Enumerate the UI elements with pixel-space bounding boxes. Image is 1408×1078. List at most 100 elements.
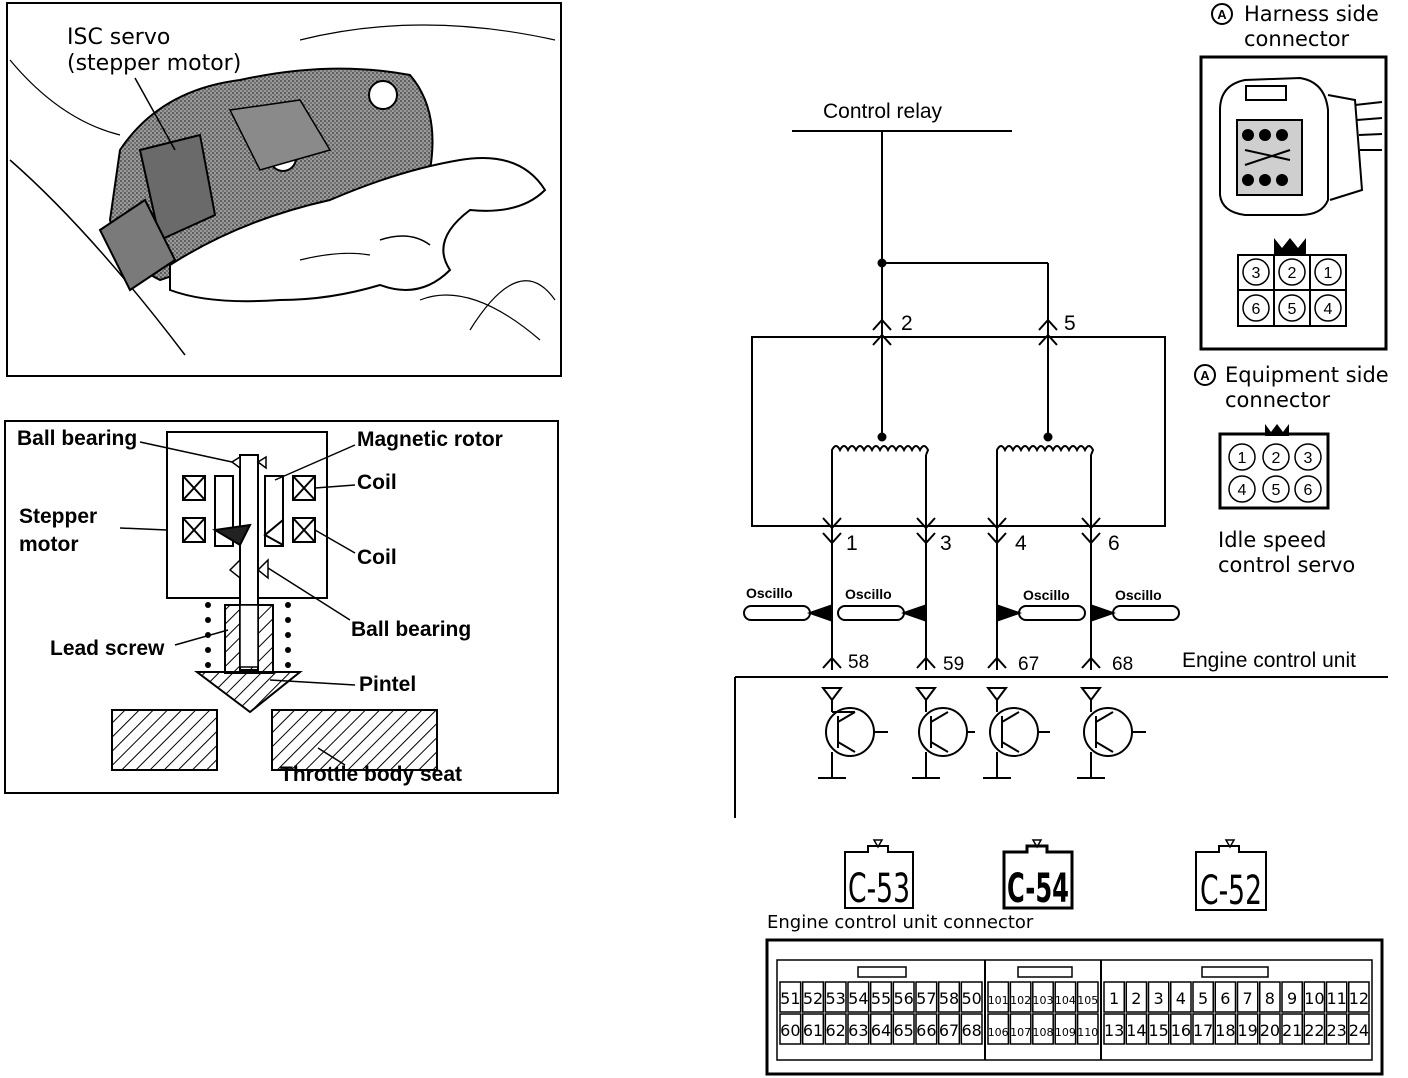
ecu-pin-67: 67 xyxy=(1018,654,1039,675)
ecu-pin-label: 17 xyxy=(1193,1021,1213,1040)
servo-pin-5: 5 xyxy=(1064,312,1076,335)
ecu-pin-label: 18 xyxy=(1215,1021,1235,1040)
ecu-pin-cell xyxy=(892,981,915,1013)
ecu-pin-cell xyxy=(869,981,893,1013)
equipment-pin-grid: 1 2 3 4 5 6 xyxy=(1218,424,1330,510)
ecu-pin-cell xyxy=(1236,981,1259,1013)
ecu-pin-cell xyxy=(801,1013,825,1045)
ecu-pin-cell xyxy=(987,1013,1010,1045)
ecu-pin-label: 4 xyxy=(1176,989,1186,1008)
ecu-pin-label: 55 xyxy=(871,989,891,1008)
coil-windings xyxy=(182,475,316,543)
ecu-pin-label: 3 xyxy=(1154,989,1164,1008)
ecu-pin-cell xyxy=(1032,1013,1054,1045)
ecu-pin-label: 108 xyxy=(1033,1026,1054,1039)
connector-views: A Harness side connector xyxy=(1194,2,1389,577)
ecu-pin-label: 20 xyxy=(1260,1021,1280,1040)
ecu-pin-label: 110 xyxy=(1077,1026,1098,1039)
ecu-pin-cell xyxy=(1348,981,1370,1013)
ecu-pin-label: 101 xyxy=(988,994,1009,1007)
photo-panel: ISC servo (stepper motor) xyxy=(6,2,562,377)
transistor-68 xyxy=(1077,687,1146,779)
ecu-pin-cell xyxy=(1170,1013,1192,1045)
ecu-pin-cell xyxy=(824,981,847,1013)
ecu-pin-68: 68 xyxy=(1112,654,1133,675)
ecu-pin-cell xyxy=(1303,1013,1326,1045)
equipment-pin-1: 1 xyxy=(1238,450,1247,467)
control-relay-label: Control relay xyxy=(823,100,943,123)
ecu-pin-cell xyxy=(1214,981,1237,1013)
harness-pin-3: 3 xyxy=(1252,265,1261,282)
ecu-pin-cell xyxy=(1281,981,1303,1013)
c53-label: C-53 xyxy=(848,866,910,912)
stepper-motor-label-line1: Stepper xyxy=(19,505,97,528)
harness-pin-4: 4 xyxy=(1324,301,1333,318)
ecu-pin-cell xyxy=(779,1013,802,1045)
connector-c52: C-52 xyxy=(1195,839,1267,914)
ecu-pin-label: 23 xyxy=(1326,1021,1346,1040)
engine-control-unit-label: Engine control unit xyxy=(1182,649,1356,672)
ecu-pin-cell xyxy=(801,981,825,1013)
harness-pin-grid: 3 2 1 6 5 4 xyxy=(1237,238,1347,327)
ecu-pin-cell xyxy=(779,981,802,1013)
ecu-pin-cell xyxy=(824,1013,847,1045)
marker-a-harness: A xyxy=(1217,7,1227,22)
harness-pin-1: 1 xyxy=(1324,265,1333,282)
servo-caption-line2: control servo xyxy=(1218,553,1355,577)
oscillo-label-2: Oscillo xyxy=(845,586,892,602)
ecu-pin-cell xyxy=(1259,981,1281,1013)
photo-illustration xyxy=(9,24,556,356)
harness-plug-sketch xyxy=(1219,76,1383,216)
ecu-pin-label: 24 xyxy=(1349,1021,1369,1040)
ecu-pin-cell xyxy=(1103,1013,1125,1045)
ecu-connector-ids: C-53 C-54 C-52 Engine control unit conne… xyxy=(767,839,1267,933)
stepper-motor-label-line2: motor xyxy=(19,533,79,556)
ecu-pin-cell xyxy=(987,981,1010,1013)
ecu-pin-label: 5 xyxy=(1198,989,1208,1008)
ecu-pin-label: 1 xyxy=(1109,989,1119,1008)
oscillo-label-3: Oscillo xyxy=(1023,587,1070,603)
ecu-connector-caption: Engine control unit connector xyxy=(767,912,1034,933)
ecu-pin-cell xyxy=(1125,1013,1148,1045)
ecu-pin-cell xyxy=(937,1013,961,1045)
ecu-pin-label: 21 xyxy=(1282,1021,1302,1040)
ecu-pin-59: 59 xyxy=(943,654,964,675)
ecu-pin-cell xyxy=(869,1013,893,1045)
ecu-pin-cell xyxy=(1009,981,1032,1013)
ecu-transistors xyxy=(818,687,1146,779)
oscillo-label-4: Oscillo xyxy=(1115,587,1162,603)
ecu-pin-label: 63 xyxy=(848,1021,868,1040)
ecu-pin-label: 103 xyxy=(1033,994,1054,1007)
ecu-pin-label: 66 xyxy=(916,1021,936,1040)
ecu-pin-cell xyxy=(937,981,961,1013)
ball-bearing-label-bottom: Ball bearing xyxy=(351,618,471,641)
ecu-pin-label: 58 xyxy=(939,989,959,1008)
ecu-pin-label: 61 xyxy=(803,1021,823,1040)
marker-a-equipment: A xyxy=(1200,368,1210,383)
throttle-seat-right xyxy=(271,709,438,771)
equipment-title-line2: connector xyxy=(1225,388,1331,412)
ecu-pin-label: 19 xyxy=(1237,1021,1257,1040)
ecu-pin-cell xyxy=(1214,1013,1237,1045)
ecu-pin-cell xyxy=(1076,981,1099,1013)
equipment-pin-6: 6 xyxy=(1304,482,1313,499)
servo-pin-4: 4 xyxy=(1015,532,1027,555)
servo-caption-line1: Idle speed xyxy=(1218,528,1326,552)
ecu-pin-cell xyxy=(1281,1013,1303,1045)
lead-screw-label: Lead screw xyxy=(50,637,165,660)
magnetic-rotor xyxy=(212,475,284,547)
ecu-pin-cell xyxy=(1236,1013,1259,1045)
ecu-pin-label: 2 xyxy=(1131,989,1141,1008)
ecu-pin-label: 22 xyxy=(1304,1021,1324,1040)
ecu-pin-cell xyxy=(1192,981,1214,1013)
ecu-pin-label: 68 xyxy=(961,1021,981,1040)
c54-label: C-54 xyxy=(1007,866,1069,912)
ecu-pin-label: 52 xyxy=(803,989,823,1008)
ball-bearing-label-top: Ball bearing xyxy=(17,427,137,450)
ecu-pin-cell xyxy=(1303,981,1326,1013)
equipment-title-line1: Equipment side xyxy=(1225,363,1389,387)
ecu-pin-cell xyxy=(1125,981,1148,1013)
transistor-58 xyxy=(818,687,888,779)
ecu-pin-cell xyxy=(960,981,983,1013)
